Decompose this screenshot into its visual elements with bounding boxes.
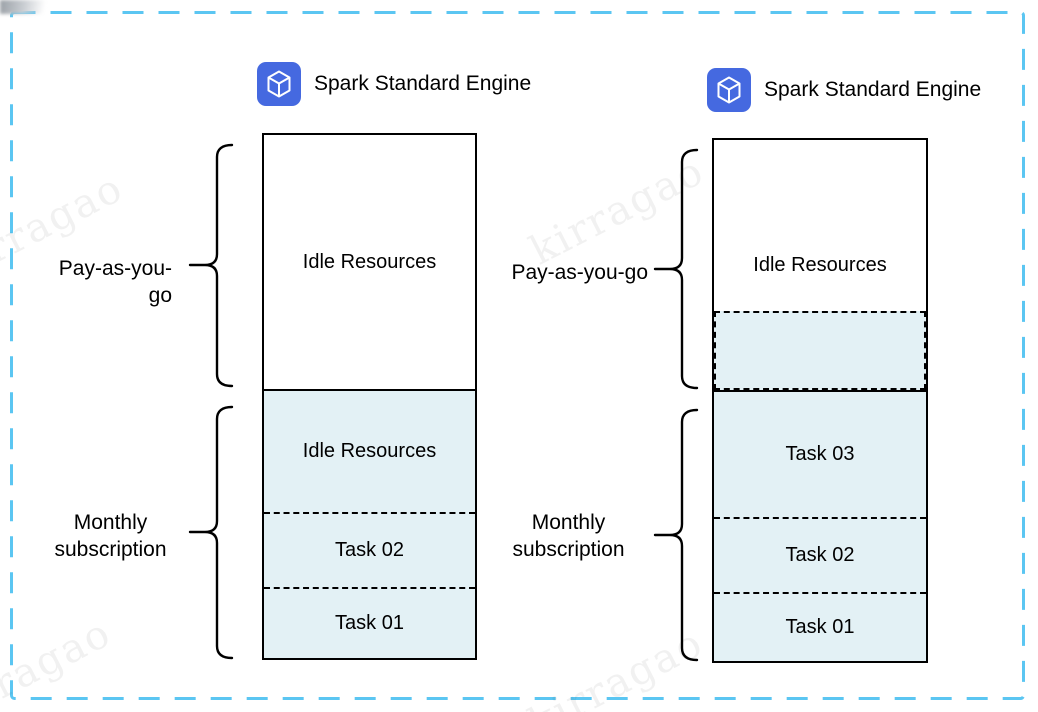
- right-resource-box: Idle Resources Task 03 Task 02 Task 01: [712, 138, 928, 663]
- section-label: Task 03: [785, 443, 855, 465]
- watermark-text: kirragao: [0, 609, 119, 712]
- section-label: Idle Resources: [302, 250, 437, 273]
- curly-brace-right-monthly: [653, 408, 699, 662]
- cube-icon: [707, 68, 751, 112]
- right-payg-label: Pay-as-you-go: [511, 261, 648, 284]
- section-label: Task 01: [785, 616, 855, 638]
- left-resource-box: Idle Resources Idle Resources Task 02 Ta…: [262, 133, 477, 660]
- left-task-02-section: Task 02: [264, 514, 475, 589]
- section-label: Idle Resources: [302, 440, 437, 462]
- right-task-02-section: Task 02: [714, 519, 926, 594]
- section-label: Task 01: [335, 612, 404, 634]
- left-engine-header: Spark Standard Engine: [257, 62, 531, 106]
- left-task-01-section: Task 01: [264, 589, 475, 658]
- right-monthly-label: Monthly subscription: [512, 511, 625, 561]
- curly-brace-right-payg: [653, 148, 699, 390]
- right-engine-header: Spark Standard Engine: [707, 68, 981, 112]
- right-task-01-section: Task 01: [714, 594, 926, 661]
- right-payg-region: Idle Resources: [714, 140, 926, 390]
- curly-brace-left-payg: [188, 143, 234, 388]
- engine-title: Spark Standard Engine: [764, 78, 982, 101]
- curly-brace-left-monthly: [188, 405, 234, 660]
- left-monthly-idle-section: Idle Resources: [264, 391, 475, 514]
- left-payg-label: Pay-as-you-go: [58, 257, 172, 307]
- left-monthly-label: Monthly subscription: [54, 511, 167, 561]
- right-task-03-section: Task 03: [714, 390, 926, 519]
- right-released-resources-box: [714, 311, 926, 390]
- section-label: Task 02: [785, 544, 855, 566]
- left-payg-idle-section: Idle Resources: [264, 135, 475, 391]
- section-label: Task 02: [335, 539, 404, 561]
- section-label: Idle Resources: [753, 253, 887, 276]
- engine-title: Spark Standard Engine: [314, 72, 532, 95]
- cube-icon: [257, 62, 301, 106]
- corner-artifact: [0, 0, 52, 14]
